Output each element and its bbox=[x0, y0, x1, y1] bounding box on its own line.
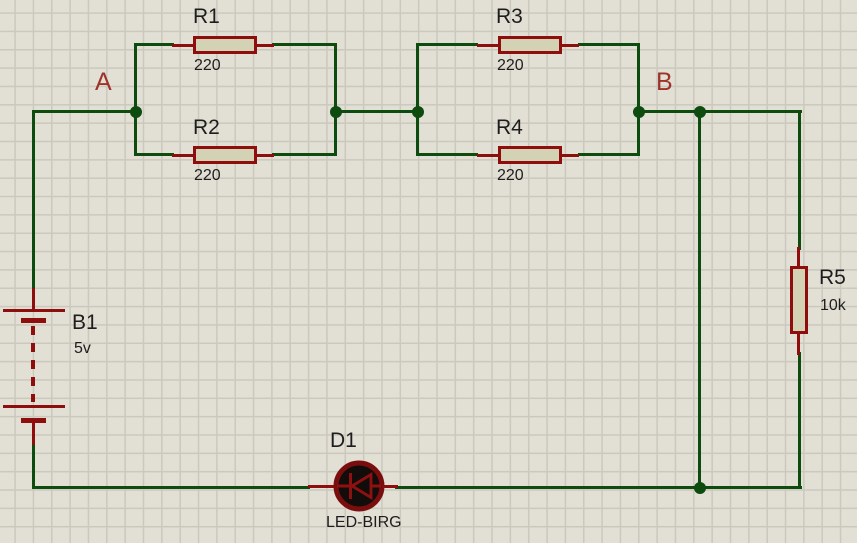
wire-segment[interactable] bbox=[578, 43, 640, 46]
wire-segment[interactable] bbox=[416, 153, 478, 156]
node-label-B[interactable]: B bbox=[656, 68, 673, 96]
resistor-R4-value: 220 bbox=[497, 167, 524, 184]
resistor-lead bbox=[477, 43, 499, 47]
resistor-R1-value: 220 bbox=[194, 57, 221, 74]
resistor-body[interactable] bbox=[193, 146, 257, 164]
wire-segment[interactable] bbox=[798, 352, 801, 489]
wire-segment[interactable] bbox=[334, 110, 418, 113]
battery-plate-positive bbox=[3, 309, 65, 312]
resistor-R5[interactable] bbox=[789, 247, 809, 355]
led-lead bbox=[383, 485, 398, 488]
resistor-lead bbox=[172, 153, 194, 157]
junction-dot[interactable] bbox=[632, 105, 645, 118]
battery-plate-negative bbox=[21, 318, 46, 323]
node-label-A[interactable]: A bbox=[95, 68, 112, 96]
wire-segment[interactable] bbox=[272, 153, 336, 156]
resistor-body[interactable] bbox=[498, 36, 562, 54]
wire-segment[interactable] bbox=[416, 43, 419, 156]
led-D1[interactable] bbox=[308, 460, 398, 514]
resistor-lead bbox=[257, 153, 274, 157]
led-symbol-icon[interactable] bbox=[333, 460, 385, 512]
wire-segment[interactable] bbox=[395, 486, 802, 489]
battery-plate-positive bbox=[3, 405, 65, 408]
led-D1-value: LED-BIRG bbox=[326, 514, 402, 531]
resistor-lead bbox=[172, 43, 194, 47]
resistor-R2-ref: R2 bbox=[193, 116, 220, 139]
resistor-R2-value: 220 bbox=[194, 167, 221, 184]
resistor-R1-ref: R1 bbox=[193, 5, 220, 28]
wire-segment[interactable] bbox=[134, 43, 174, 46]
battery-B1-value: 5v bbox=[74, 340, 91, 357]
junction-dot[interactable] bbox=[411, 105, 424, 118]
battery-B1-ref: B1 bbox=[72, 311, 98, 334]
wire-segment[interactable] bbox=[334, 43, 337, 156]
wire-segment[interactable] bbox=[32, 486, 310, 489]
battery-cells-ellipsis bbox=[31, 326, 35, 402]
resistor-R5-ref: R5 bbox=[819, 266, 846, 289]
wire-segment[interactable] bbox=[32, 110, 35, 290]
resistor-R3-value: 220 bbox=[497, 57, 524, 74]
wire-segment[interactable] bbox=[134, 43, 137, 156]
wire-segment[interactable] bbox=[272, 43, 336, 46]
resistor-body[interactable] bbox=[193, 36, 257, 54]
led-lead bbox=[308, 485, 335, 488]
resistor-R5-value: 10k bbox=[820, 297, 846, 314]
junction-dot[interactable] bbox=[693, 105, 706, 118]
resistor-body[interactable] bbox=[790, 266, 808, 334]
resistor-lead bbox=[797, 247, 800, 267]
wire-segment[interactable] bbox=[134, 153, 174, 156]
resistor-lead bbox=[477, 153, 499, 157]
junction-dot[interactable] bbox=[329, 105, 342, 118]
resistor-lead bbox=[562, 43, 579, 47]
resistor-R2[interactable] bbox=[172, 146, 274, 164]
battery-plate-negative bbox=[21, 418, 46, 423]
resistor-R1[interactable] bbox=[172, 36, 274, 54]
junction-dot[interactable] bbox=[693, 481, 706, 494]
resistor-R4[interactable] bbox=[477, 146, 579, 164]
wire-segment[interactable] bbox=[416, 43, 478, 46]
led-D1-ref: D1 bbox=[330, 429, 357, 452]
resistor-body[interactable] bbox=[498, 146, 562, 164]
battery-lead bbox=[32, 423, 35, 445]
resistor-R3[interactable] bbox=[477, 36, 579, 54]
resistor-lead bbox=[562, 153, 579, 157]
resistor-lead bbox=[797, 333, 800, 355]
wire-segment[interactable] bbox=[578, 153, 640, 156]
battery-B1[interactable] bbox=[0, 288, 70, 445]
junction-dot[interactable] bbox=[129, 105, 142, 118]
wire-segment[interactable] bbox=[637, 43, 640, 156]
wire-segment[interactable] bbox=[636, 110, 802, 113]
resistor-lead bbox=[257, 43, 274, 47]
wire-segment[interactable] bbox=[32, 443, 35, 489]
wire-segment[interactable] bbox=[32, 110, 136, 113]
wire-segment[interactable] bbox=[798, 110, 801, 250]
battery-lead bbox=[32, 288, 35, 311]
resistor-R3-ref: R3 bbox=[496, 5, 523, 28]
resistor-R4-ref: R4 bbox=[496, 116, 523, 139]
wire-segment[interactable] bbox=[698, 110, 701, 489]
